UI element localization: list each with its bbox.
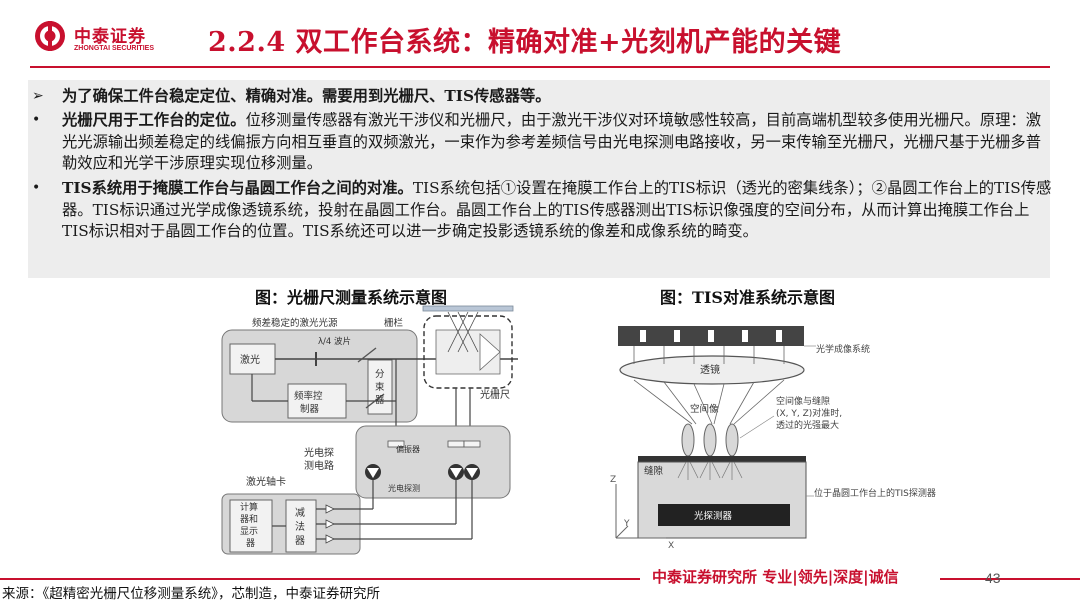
- laser-block: [229, 343, 276, 375]
- photodetector-block: [658, 504, 790, 526]
- bullet-3-text: TIS系统包括①设置在掩膜工作台上的TIS标识（透光的密集线条）；②晶圆工作台上…: [62, 179, 1052, 240]
- label-source: 频差稳定的激光光源: [252, 317, 338, 329]
- interferometer-box: [423, 315, 513, 389]
- label-detect-circuit-1: 光电探: [304, 446, 334, 459]
- aerial-image-icon: [725, 423, 739, 457]
- grating-system-diagram: 频差稳定的激光光源 栅栏 激光 λ/4 波片 频率控 制器 分 束 器 光栅尺 …: [221, 305, 518, 555]
- grating-bar: [422, 305, 514, 312]
- label-detect-circuit-2: 测电路: [304, 459, 334, 472]
- splitter-block: [367, 359, 393, 415]
- bullet-marker: •: [32, 180, 41, 196]
- label-freq-ctrl-2: 制器: [300, 403, 320, 415]
- content-text-box: ➢ 为了确保工件台稳定定位、精确对准。需要用到光栅尺、TIS传感器等。 • 光栅…: [28, 80, 1052, 278]
- label-laser: 激光: [240, 353, 260, 366]
- label-optics: 光学成像系统: [816, 343, 870, 355]
- label-aerial: 空间像: [690, 403, 719, 415]
- label-grating: 栅栏: [384, 317, 404, 329]
- label-axis-y: Y: [623, 519, 630, 529]
- bullet-2-bold: 光栅尺用于工作台的定位。: [62, 111, 246, 129]
- label-note-1: 空间像与缝隙: [776, 395, 830, 407]
- slide-title: 2.2.4 双工作台系统：精确对准+光刻机产能的关键: [208, 27, 842, 58]
- bullet-2-text: 位移测量传感器有激光干涉仪和光栅尺，由于激光干涉仪对环境敏感性较高，目前高端机型…: [62, 111, 1042, 172]
- label-detector: 光电探测: [388, 483, 420, 493]
- label-note-2: (X, Y, Z)对准时,: [776, 407, 842, 419]
- bullet-1-bold: 为了确保工件台稳定定位、精确对准。需要用到光栅尺、TIS传感器等。: [62, 87, 551, 105]
- label-note-3: 透过的光强最大: [776, 419, 839, 431]
- label-polarizer: 偏振器: [396, 444, 420, 454]
- label-splitter-3: 器: [375, 395, 385, 406]
- aerial-image-icon: [703, 423, 717, 457]
- brand-name-en: ZHONGTAI SECURITIES: [74, 45, 154, 52]
- bullet-3-bold: TIS系统用于掩膜工作台与晶圆工作台之间的对准。: [62, 179, 413, 197]
- label-splitter-2: 束: [375, 382, 385, 393]
- aerial-image-icon: [681, 423, 695, 457]
- page-number: 43: [985, 570, 1001, 586]
- source-note: 来源：《超精密光栅尺位移测量系统》，芯制造，中泰证券研究所: [2, 586, 380, 602]
- label-sensor-note: 位于晶圆工作台上的TIS探测器: [814, 487, 936, 499]
- label-subtractor-2: 法: [295, 520, 305, 533]
- label-slit: 缝隙: [644, 465, 664, 477]
- bullet-marker: ➢: [32, 88, 44, 104]
- brand-mark-icon: [35, 21, 65, 51]
- bullet-marker: •: [32, 112, 41, 128]
- label-waveplate: λ/4 波片: [318, 336, 351, 347]
- label-computer-1: 计算: [240, 501, 258, 513]
- footer-divider-right: [940, 578, 1080, 580]
- label-axis-z: Z: [610, 475, 616, 485]
- tis-sensor-body: [637, 461, 807, 539]
- label-subtractor-3: 器: [295, 535, 305, 547]
- detector-box: [355, 425, 511, 499]
- right-figure-caption: 图：TIS对准系统示意图: [660, 288, 835, 307]
- label-scale: 光栅尺: [480, 388, 510, 401]
- left-figure-caption: 图：光栅尺测量系统示意图: [255, 288, 448, 307]
- label-computer-4: 器: [246, 538, 255, 549]
- footer-brand-line: 中泰证券研究所 专业|领先|深度|诚信: [652, 568, 899, 586]
- brand-name-cn: 中泰证券: [74, 27, 146, 47]
- label-lens: 透镜: [700, 363, 720, 376]
- slit-plate: [638, 456, 806, 462]
- label-axis-x: X: [668, 541, 674, 551]
- label-subtractor-1: 减: [295, 507, 305, 519]
- label-freq-ctrl-1: 频率控: [294, 390, 323, 402]
- label-axis-card: 激光轴卡: [246, 475, 286, 488]
- label-detector: 光探测器: [694, 510, 733, 522]
- brand-logo: 中泰证券 ZHONGTAI SECURITIES: [34, 18, 164, 62]
- title-divider: [30, 66, 1050, 68]
- lens-ellipse: [619, 355, 805, 385]
- label-splitter-1: 分: [375, 369, 385, 380]
- subtractor-block: [285, 499, 317, 553]
- label-computer-3: 显示: [240, 526, 258, 537]
- footer-divider: [0, 578, 640, 580]
- tis-alignment-diagram: 光学成像系统 透镜 空间像 空间像与缝隙 (X, Y, Z)对准时, 透过的光强…: [610, 326, 936, 551]
- label-computer-2: 器和: [240, 514, 258, 525]
